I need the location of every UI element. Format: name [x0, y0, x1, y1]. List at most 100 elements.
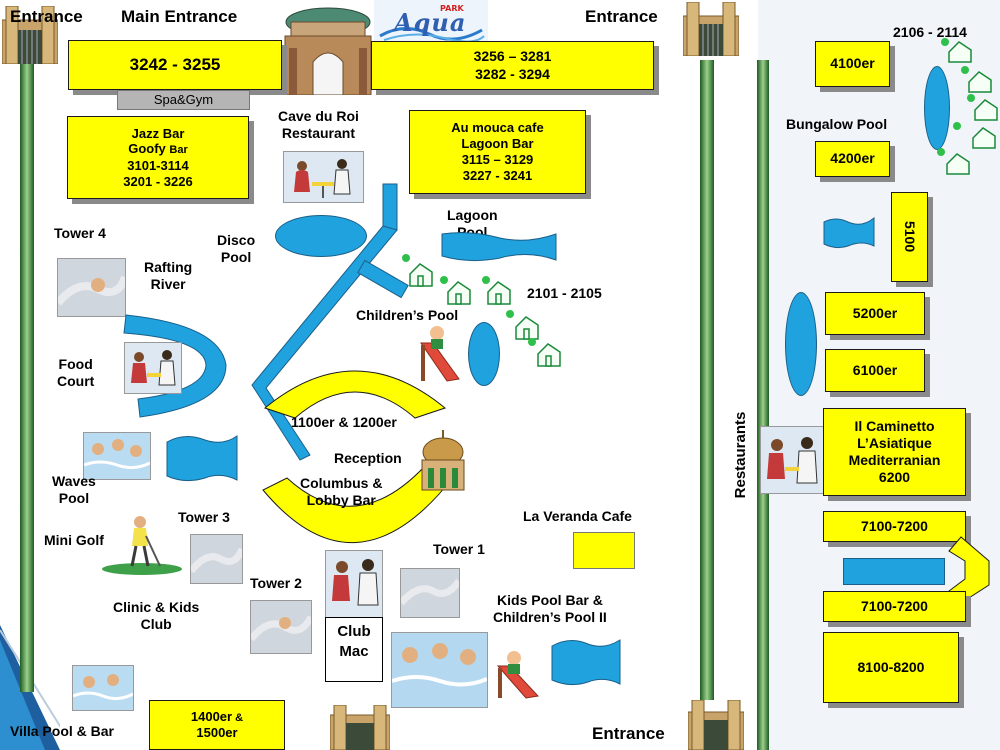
club-mac-line1: Club [337, 623, 371, 640]
left-tree-line [20, 62, 34, 692]
diners-icon [125, 343, 181, 393]
logo-aqua-text: Aqua [394, 8, 467, 37]
center-tree-line [700, 60, 714, 700]
bungalow-houses-right [937, 38, 998, 175]
slide-photo-icon [401, 569, 459, 617]
la-veranda-cafe-box[interactable] [573, 532, 635, 569]
club-mac-photo [325, 550, 383, 618]
room-range-b: 3227 - 3241 [462, 167, 533, 183]
tower-4-photo [57, 258, 126, 317]
block-label: 7100-7200 [861, 597, 928, 614]
kids-pool-photo [391, 632, 488, 708]
entrance-label-bottom: Entrance [592, 724, 665, 743]
swimmers-icon [84, 433, 150, 479]
block-6100[interactable]: 6100er [825, 349, 925, 392]
rafting-river-shape [123, 314, 227, 418]
room-range-b: 3282 - 3294 [475, 65, 550, 82]
restaurants-photo [760, 426, 824, 494]
villa-pool-photo [72, 665, 134, 711]
gate-icon [330, 705, 390, 750]
disco-pool-shape [275, 215, 367, 257]
entrance-label-center: Entrance [585, 7, 658, 26]
food-court-photo [124, 342, 182, 394]
block-number: 6200 [878, 469, 911, 486]
room-block-3256-3294[interactable]: 3256 – 3281 3282 - 3294 [371, 41, 654, 90]
room-range-a: 3101-3114 [127, 157, 189, 173]
central-ring-buildings [262, 370, 452, 544]
spa-gym-box[interactable]: Spa&Gym [117, 90, 250, 110]
villa-pool-bar-label: Villa Pool & Bar [10, 723, 114, 739]
main-entrance-building-icon [284, 7, 372, 95]
waves-pool-photo [83, 432, 151, 480]
gate-icon [2, 6, 58, 64]
la-veranda-cafe-label: La Veranda Cafe [523, 508, 632, 524]
right-tree-line [757, 60, 769, 750]
block-5100[interactable]: 5100 [891, 192, 928, 282]
block-4200[interactable]: 4200er [815, 141, 890, 177]
tower-4-label: Tower 4 [54, 225, 106, 241]
cafe-name: Au mouca cafe [451, 120, 544, 136]
pool-shape-rect [843, 558, 945, 585]
gate-icon [688, 700, 744, 750]
bungalow-cluster-2101 [398, 252, 578, 372]
club-mac-box[interactable]: Club Mac [325, 617, 383, 682]
childrens-pool-shape [468, 322, 500, 386]
slide-photo-icon [191, 535, 242, 583]
restaurant-name: Il Caminetto [854, 417, 935, 434]
house-icons [402, 254, 561, 367]
waves-pool-shape [166, 435, 238, 482]
swimmers-icon [392, 633, 487, 707]
reception-dome-icon [421, 430, 465, 491]
kids-pool-bar-label: Kids Pool Bar &Children’s Pool II [493, 592, 607, 625]
club-mac-line2: Mac [339, 642, 369, 660]
tower-3-photo [190, 534, 243, 584]
swimmers-icon [73, 666, 133, 710]
block-label: 4200er [830, 150, 875, 167]
block-5200[interactable]: 5200er [825, 292, 925, 335]
block-4100[interactable]: 4100er [815, 41, 890, 87]
slide-kid-icon [420, 326, 460, 382]
tower-1-photo [400, 568, 460, 618]
tower-2-photo [250, 600, 312, 654]
room-range-a: 3115 – 3129 [461, 152, 534, 167]
restaurants-label: Restaurants [732, 411, 749, 499]
bungalow-pool-label: Bungalow Pool [786, 116, 888, 132]
childrens-pool-label: Children’s Pool [356, 307, 459, 323]
tower-3-label: Tower 3 [178, 509, 230, 525]
diners-icon [284, 152, 363, 202]
golfer-icon [102, 516, 182, 575]
block-7100-a[interactable]: 7100-7200 [823, 511, 966, 542]
diners-icon [326, 551, 382, 617]
room-range-b: 3201 - 3226 [123, 173, 193, 189]
logo-park-text: PARK [440, 4, 464, 13]
room-block-3242-3255[interactable]: 3242 - 3255 [68, 40, 282, 90]
gate-icon [683, 2, 739, 56]
block-label: 6100er [852, 361, 898, 378]
restaurants-block[interactable]: Il Caminetto L’Asiatique Mediterranian 6… [823, 408, 966, 496]
bungalow-pool-shape [924, 66, 950, 150]
range-2106-2114: 2106 - 2114 [893, 24, 967, 40]
block-label: 5200er [852, 304, 898, 321]
goofy-bar-name: Goofy Bar [128, 141, 188, 157]
block-7100-b[interactable]: 7100-7200 [823, 591, 966, 622]
block-label: 8100-8200 [857, 658, 925, 675]
block-label: 5100 [902, 221, 919, 253]
slide-photo-icon [251, 601, 311, 653]
block-8100[interactable]: 8100-8200 [823, 632, 959, 703]
jazz-bar-block[interactable]: Jazz Bar Goofy Bar 3101-3114 3201 - 3226 [67, 116, 249, 199]
slide-photo-icon [58, 259, 125, 316]
ring-top-label: 1100er & 1200er [291, 414, 397, 430]
walkway-paths [251, 183, 409, 461]
main-entrance-label: Main Entrance [121, 7, 238, 26]
room-range-a: 1400er & [190, 708, 244, 724]
au-mouca-cafe-block[interactable]: Au mouca cafe Lagoon Bar 3115 – 3129 322… [409, 110, 586, 194]
columbus-lobby-bar-label: Columbus &Lobby Bar [300, 475, 383, 508]
wave-icon [379, 27, 485, 43]
diners-icon [761, 427, 823, 493]
room-block-1400-1500[interactable]: 1400er & 1500er [149, 700, 285, 750]
